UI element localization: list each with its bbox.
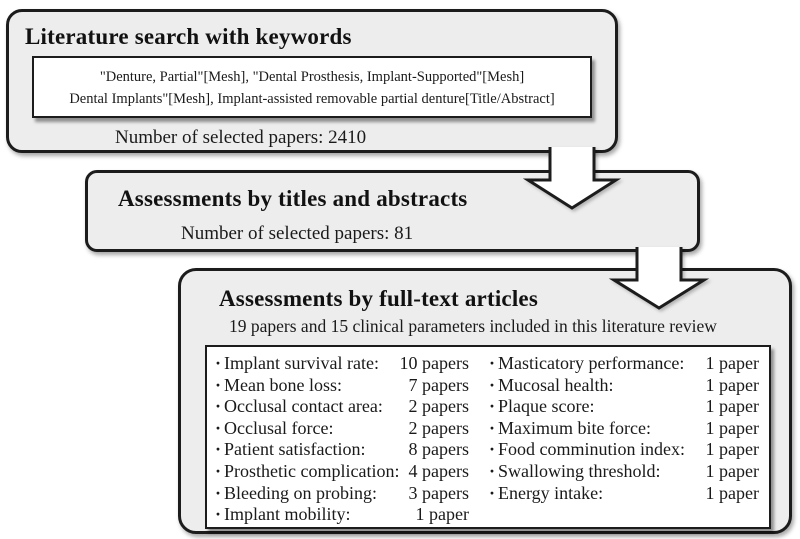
parameters-right-column: ·Masticatory performance:1 paper ·Mucosa…: [489, 353, 759, 504]
parameter-value: 1 paper: [705, 396, 759, 417]
bullet-icon: ·: [215, 460, 222, 481]
parameter-value: 1 paper: [415, 504, 469, 525]
bullet-icon: ·: [489, 353, 496, 373]
bullet-icon: ·: [489, 439, 496, 460]
parameter-value: 1 paper: [705, 482, 759, 503]
parameter-row: ·Mucosal health: 1 paper: [489, 375, 759, 397]
step2-count: Number of selected papers: 81: [181, 223, 414, 244]
keywords-line-2: Dental Implants"[Mesh], Implant-assisted…: [69, 91, 555, 107]
bullet-icon: ·: [215, 396, 222, 417]
parameter-label: Masticatory performance:: [498, 353, 685, 373]
parameter-row: ·Maximum bite force: 1 paper: [489, 418, 759, 440]
parameter-value: 1 paper: [705, 374, 759, 395]
bullet-icon: ·: [215, 374, 222, 395]
parameter-value: 1 paper: [705, 353, 759, 373]
parameter-row: ·Bleeding on probing: 3 papers: [215, 483, 469, 505]
parameter-label: Food comminution index:: [498, 439, 685, 460]
parameter-label: Implant survival rate:: [224, 353, 379, 373]
parameter-value: 1 paper: [705, 460, 759, 481]
parameter-value: 2 papers: [408, 396, 469, 417]
parameter-value: 4 papers: [408, 460, 469, 481]
keywords-box: "Denture, Partial"[Mesh], "Dental Prosth…: [32, 56, 592, 118]
bullet-icon: ·: [215, 417, 222, 438]
step1-box: Literature search with keywords "Denture…: [6, 9, 618, 153]
parameter-row: ·Food comminution index: 1 paper: [489, 439, 759, 461]
parameter-value: 3 papers: [408, 482, 469, 503]
parameter-row: ·Prosthetic complication: 4 papers: [215, 461, 469, 483]
parameter-value: 7 papers: [408, 374, 469, 395]
step3-subtitle: 19 papers and 15 clinical parameters inc…: [229, 316, 717, 336]
parameter-label: Plaque score:: [498, 396, 595, 417]
parameter-row: ·Patient satisfaction: 8 papers: [215, 439, 469, 461]
parameter-row: ·Occlusal contact area: 2 papers: [215, 396, 469, 418]
parameter-value: 1 paper: [705, 417, 759, 438]
parameter-value: 2 papers: [408, 417, 469, 438]
parameter-row: ·Plaque score: 1 paper: [489, 396, 759, 418]
parameter-row: ·Implant mobility: 1 paper: [215, 504, 469, 526]
step2-title: Assessments by titles and abstracts: [118, 186, 468, 211]
bullet-icon: ·: [215, 504, 222, 525]
step1-count: Number of selected papers: 2410: [115, 127, 367, 148]
bullet-icon: ·: [489, 374, 496, 395]
parameter-row: ·Implant survival rate: 10 papers: [215, 353, 469, 375]
step1-title: Literature search with keywords: [25, 24, 352, 49]
bullet-icon: ·: [489, 460, 496, 481]
parameter-label: Swallowing threshold:: [498, 460, 661, 481]
step3-title: Assessments by full-text articles: [219, 286, 538, 311]
bullet-icon: ·: [215, 353, 222, 373]
bullet-icon: ·: [489, 396, 496, 417]
parameter-label: Mean bone loss:: [224, 374, 342, 395]
parameter-row: ·Mean bone loss: 7 papers: [215, 375, 469, 397]
parameter-label: Patient satisfaction:: [224, 439, 366, 460]
bullet-icon: ·: [489, 417, 496, 438]
parameter-label: Mucosal health:: [498, 374, 614, 395]
parameter-label: Bleeding on probing:: [224, 482, 377, 503]
bullet-icon: ·: [489, 482, 496, 503]
parameter-value: 8 papers: [408, 439, 469, 460]
bullet-icon: ·: [215, 482, 222, 503]
parameter-row: ·Masticatory performance: 1 paper: [489, 353, 759, 375]
step3-box: Assessments by full-text articles 19 pap…: [178, 268, 792, 534]
parameter-row: ·Swallowing threshold: 1 paper: [489, 461, 759, 483]
parameters-left-column: ·Implant survival rate:10 papers ·Mean b…: [215, 353, 469, 526]
parameter-label: Maximum bite force:: [498, 417, 651, 438]
parameter-row: ·Occlusal force: 2 papers: [215, 418, 469, 440]
parameter-value: 1 paper: [705, 439, 759, 460]
parameter-label: Implant mobility:: [224, 504, 351, 525]
keywords-line-1: "Denture, Partial"[Mesh], "Dental Prosth…: [99, 69, 525, 85]
parameter-label: Occlusal force:: [224, 417, 334, 438]
bullet-icon: ·: [215, 439, 222, 460]
parameter-label: Energy intake:: [498, 482, 604, 503]
step2-box: Assessments by titles and abstracts Numb…: [85, 170, 700, 252]
parameter-label: Prosthetic complication:: [224, 460, 400, 481]
parameter-label: Occlusal contact area:: [224, 396, 383, 417]
parameters-box: ·Implant survival rate:10 papers ·Mean b…: [205, 345, 771, 529]
parameter-row: ·Energy intake: 1 paper: [489, 483, 759, 505]
parameter-value: 10 papers: [399, 353, 469, 373]
